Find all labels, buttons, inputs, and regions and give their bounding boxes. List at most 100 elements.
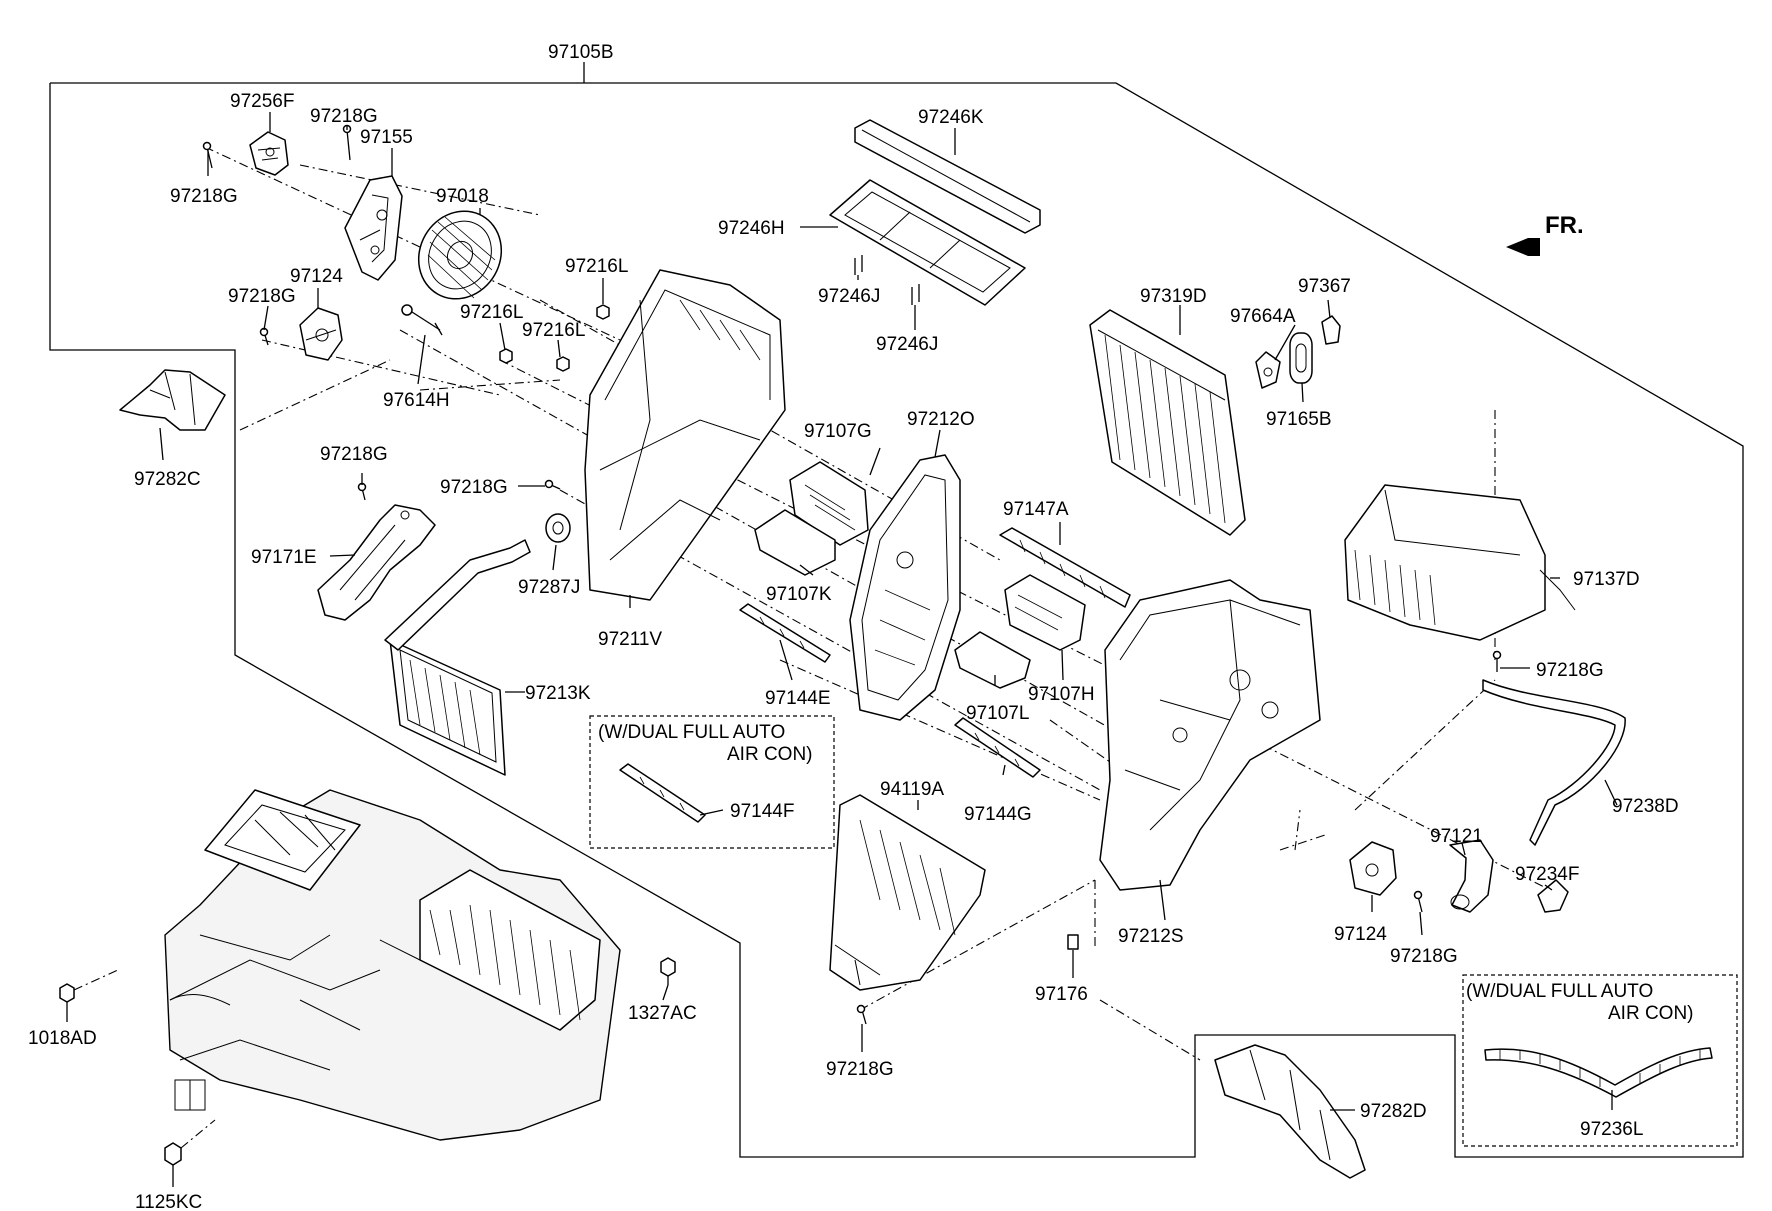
callout-97218g-a: 97218G [310,106,378,127]
callout-97287j: 97287J [518,577,580,598]
part-97282c-duct [119,369,226,431]
callout-97213k: 97213K [525,683,591,704]
callout-97018: 97018 [436,186,489,207]
callout-labels: 97105B FR. (W/DUAL FULL AUTO AIR CON) (W… [28,42,1694,1211]
part-97246j-clip-1 [854,255,863,275]
callout-97236l: 97236L [1580,1119,1643,1140]
part-97155-bracket [344,175,403,281]
front-direction-label: FR. [1545,212,1584,239]
part-hvac-assembly [164,789,621,1141]
part-94119a-duct [829,794,986,991]
note-1-line-2: AIR CON) [727,744,813,765]
callout-97107l: 97107L [966,703,1029,724]
part-97124-actuator-right [1349,841,1397,896]
part-97144g-door [954,717,1041,778]
callout-97147a: 97147A [1003,499,1069,520]
callout-97218g-g: 97218G [1390,946,1458,967]
callout-97144e: 97144E [765,688,831,709]
part-97165b-grommet [1289,332,1313,384]
part-97211v-blower-case [584,269,786,601]
callout-97212o: 97212O [907,409,975,430]
part-nut-97216l-3 [556,356,570,372]
assembly-boundary-line [49,82,1744,1158]
callout-97216l-a: 97216L [565,256,628,277]
part-97107k-door [754,509,836,576]
part-97246k-filter-frame [854,119,1041,234]
part-97107l-door [954,631,1031,689]
front-direction-arrow-icon [1506,238,1540,256]
callout-97171e: 97171E [251,547,317,568]
callout-97107g: 97107G [804,421,872,442]
callout-97144f: 97144F [730,801,794,822]
callout-97238d: 97238D [1612,796,1679,817]
callout-97216l-c: 97216L [522,320,585,341]
callout-97124-a: 97124 [290,266,343,287]
callout-97246k: 97246K [918,107,984,128]
callout-97234f: 97234F [1515,864,1579,885]
part-97282d-duct [1214,1044,1366,1179]
part-97171e-bracket [317,504,436,621]
part-97212s-right-case [1099,579,1321,891]
part-screw-97218g-7 [1413,890,1423,913]
part-97246h-filter-cover [829,179,1026,306]
part-97213k-heater-core [384,539,531,776]
part-97212o-center-case [849,454,961,721]
callout-97218g-d: 97218G [320,444,388,465]
part-nut-97216l-2 [499,348,513,364]
part-97147a-door [999,527,1131,608]
part-97236l-hose [1484,1047,1713,1098]
callout-97218g-h: 97218G [826,1059,894,1080]
callout-97218g-c: 97218G [228,286,296,307]
callout-97176: 97176 [1035,984,1088,1005]
part-1327ac-nut [660,957,676,985]
callout-97218g-b: 97218G [170,186,238,207]
callout-97319d: 97319D [1140,286,1207,307]
part-screw-97218g-3 [259,327,269,346]
callout-97218g-e: 97218G [440,477,508,498]
callout-97165b: 97165B [1266,409,1332,430]
callout-97211v: 97211V [598,629,662,650]
part-97137d-lower-case [1344,484,1576,641]
part-97664a-seal [1255,351,1281,389]
note-1-line-1: (W/DUAL FULL AUTO [598,722,785,743]
callout-97216l-b: 97216L [460,302,523,323]
part-screw-97218g-2 [342,124,352,161]
callout-97144g: 97144G [964,804,1032,825]
callout-97137d: 97137D [1573,569,1640,590]
part-screw-97218g-5 [357,482,367,501]
part-97287j-grommet [545,513,571,543]
part-97319d-evaporator [1089,309,1246,536]
part-nut-97216l-1 [596,304,610,320]
callout-1327ac: 1327AC [628,1003,697,1024]
callout-97664a: 97664A [1230,306,1296,327]
part-1125kc-bolt [164,1119,216,1166]
note-2-line-2: AIR CON) [1608,1003,1694,1024]
assembly-label: 97105B [548,42,614,63]
part-97107h-door [1004,574,1086,651]
callout-1125kc: 1125KC [135,1192,202,1211]
leader-lines [66,112,1618,1187]
part-97614h-sensor [401,304,443,336]
callout-97256f: 97256F [230,91,294,112]
part-97124-actuator-left [299,307,343,361]
callout-97367: 97367 [1298,276,1351,297]
part-1018ad-bolt [59,969,119,1003]
part-97367-clip [1321,315,1341,345]
callout-97246j-b: 97246J [876,334,938,355]
callout-1018ad: 1018AD [28,1028,97,1049]
callout-97246j-a: 97246J [818,286,880,307]
part-97176-clip [1067,934,1079,950]
callout-97107h: 97107H [1028,684,1095,705]
part-97256f-actuator [249,131,289,176]
callout-97107k: 97107K [766,584,832,605]
callout-97282d: 97282D [1360,1101,1427,1122]
part-97018-blower-fan [417,210,503,300]
option-box-dual-auto-1 [589,715,835,849]
callout-97212s: 97212S [1118,926,1184,947]
part-97144e-door [739,603,831,663]
part-97238d-drain-hose [1482,679,1626,846]
callout-97121: 97121 [1430,826,1483,847]
part-screw-97218g-4 [544,479,561,490]
part-screw-97218g-8 [856,1004,867,1025]
